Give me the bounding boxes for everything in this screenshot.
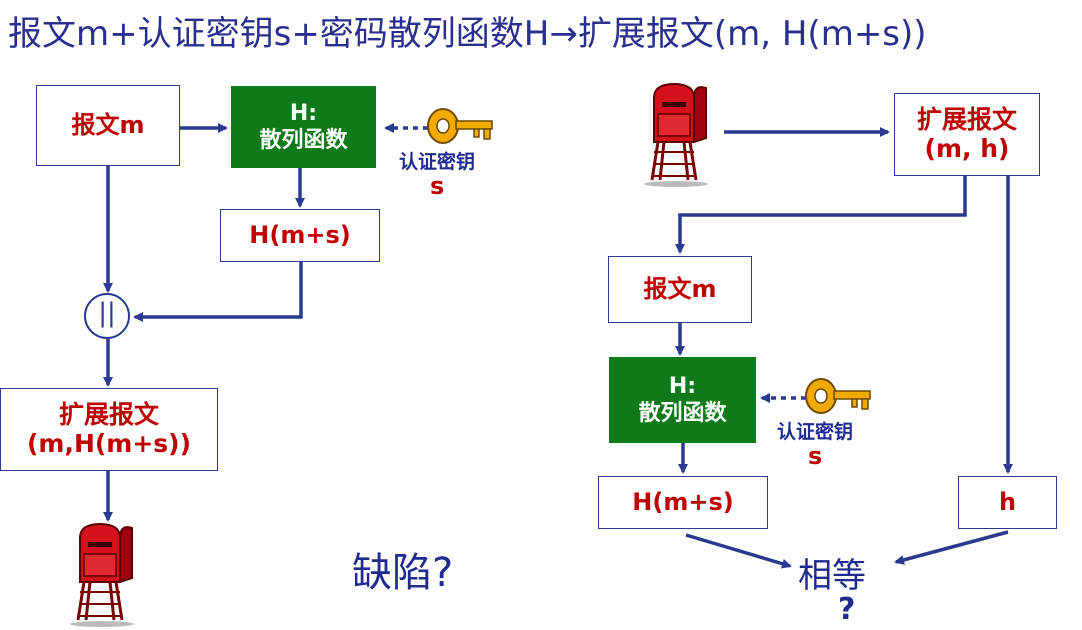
left-extended-label-1: 扩展报文 bbox=[58, 399, 159, 429]
left-message-box: 报文m bbox=[36, 85, 180, 166]
concat-symbol: || bbox=[98, 298, 116, 328]
question-mark: ? bbox=[838, 592, 856, 627]
concat-circle bbox=[84, 293, 130, 339]
left-extended-box: 扩展报文 (m,H(m+s)) bbox=[0, 388, 218, 471]
right-extended-label-2: (m, h) bbox=[924, 133, 1010, 163]
left-hash-label-2: 散列函数 bbox=[259, 128, 348, 153]
right-message-box: 报文m bbox=[608, 256, 752, 323]
key-icon bbox=[805, 378, 871, 414]
right-message-label: 报文m bbox=[643, 274, 717, 303]
right-extended-box: 扩展报文 (m, h) bbox=[894, 93, 1040, 176]
right-hash-output-label: H(m+s) bbox=[632, 487, 734, 516]
right-h-box: h bbox=[958, 476, 1057, 529]
left-hash-output-box: H(m+s) bbox=[220, 209, 380, 262]
left-hash-box: H: 散列函数 bbox=[231, 86, 376, 168]
left-hash-output-label: H(m+s) bbox=[249, 220, 351, 249]
right-extended-label-1: 扩展报文 bbox=[916, 104, 1017, 134]
arrow-output-to-concat bbox=[133, 262, 303, 322]
right-h-label: h bbox=[998, 487, 1017, 516]
arrow-output-to-equal bbox=[685, 533, 792, 569]
key-icon bbox=[427, 108, 493, 144]
page-title: 报文m+认证密钥s+密码散列函数H→扩展报文(m, H(m+s)) bbox=[8, 14, 927, 54]
equal-label: 相等 bbox=[798, 556, 866, 596]
right-hash-output-box: H(m+s) bbox=[598, 476, 768, 529]
arrow-h-to-equal bbox=[894, 530, 1009, 565]
left-extended-label-2: (m,H(m+s)) bbox=[26, 428, 192, 458]
left-key-s: s bbox=[430, 172, 445, 200]
right-key-s: s bbox=[808, 442, 823, 470]
flaw-label: 缺陷? bbox=[352, 550, 454, 596]
left-message-label: 报文m bbox=[71, 110, 145, 139]
right-hash-box: H: 散列函数 bbox=[609, 357, 756, 443]
left-hash-label-1: H: bbox=[289, 100, 318, 126]
right-key-label: 认证密钥 bbox=[776, 421, 853, 443]
left-key-label: 认证密钥 bbox=[398, 151, 475, 173]
right-hash-label-2: 散列函数 bbox=[638, 401, 727, 426]
mailbox-icon bbox=[644, 82, 708, 187]
mailbox-icon bbox=[70, 522, 134, 627]
arrow-extended-to-message bbox=[675, 176, 967, 254]
right-hash-label-1: H: bbox=[668, 373, 697, 399]
